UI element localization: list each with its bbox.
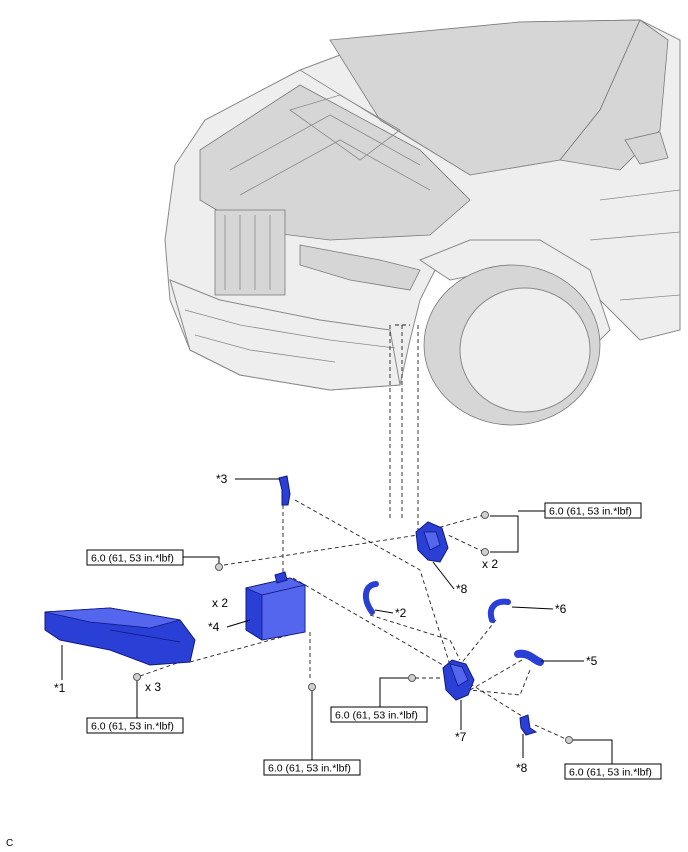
part-1-undercover <box>44 607 196 666</box>
dashed-leader-lines <box>139 324 569 741</box>
part-7-valve <box>442 659 475 701</box>
part-5-hose <box>514 649 544 666</box>
part-3-hose <box>278 475 291 506</box>
torque-spec-middle-right: 6.0 (61, 53 in.*lbf) <box>335 710 418 722</box>
part-4-cooler <box>244 571 307 641</box>
bolts <box>133 511 573 744</box>
label-part-8-upper: *8 <box>456 582 468 596</box>
illustration-code: C <box>6 838 13 849</box>
part-8-lower-bracket <box>519 714 538 736</box>
torque-spec-top-right: 6.0 (61, 53 in.*lbf) <box>549 506 632 518</box>
torque-spec-bottom-right: 6.0 (61, 53 in.*lbf) <box>569 767 652 779</box>
qty-top-right: x 2 <box>482 557 498 571</box>
part-8-upper-bracket <box>415 521 449 563</box>
label-part-2: *2 <box>395 606 407 620</box>
label-part-7: *7 <box>455 730 467 744</box>
label-part-3: *3 <box>216 472 228 486</box>
torque-spec-bottom-center: 6.0 (61, 53 in.*lbf) <box>268 763 351 775</box>
qty-middle-left: x 2 <box>212 596 228 610</box>
torque-spec-middle-left: 6.0 (61, 53 in.*lbf) <box>91 553 174 565</box>
vehicle-front-illustration <box>164 19 681 426</box>
label-part-8-lower: *8 <box>516 761 528 775</box>
label-part-1: *1 <box>54 681 66 695</box>
label-part-6: *6 <box>555 602 567 616</box>
part-6-hose <box>487 598 511 623</box>
qty-bottom-left: x 3 <box>145 680 161 694</box>
torque-spec-bottom-left: 6.0 (61, 53 in.*lbf) <box>91 721 174 733</box>
label-part-5: *5 <box>586 654 598 668</box>
part-2-hose <box>362 581 379 615</box>
label-part-4: *4 <box>208 620 220 634</box>
